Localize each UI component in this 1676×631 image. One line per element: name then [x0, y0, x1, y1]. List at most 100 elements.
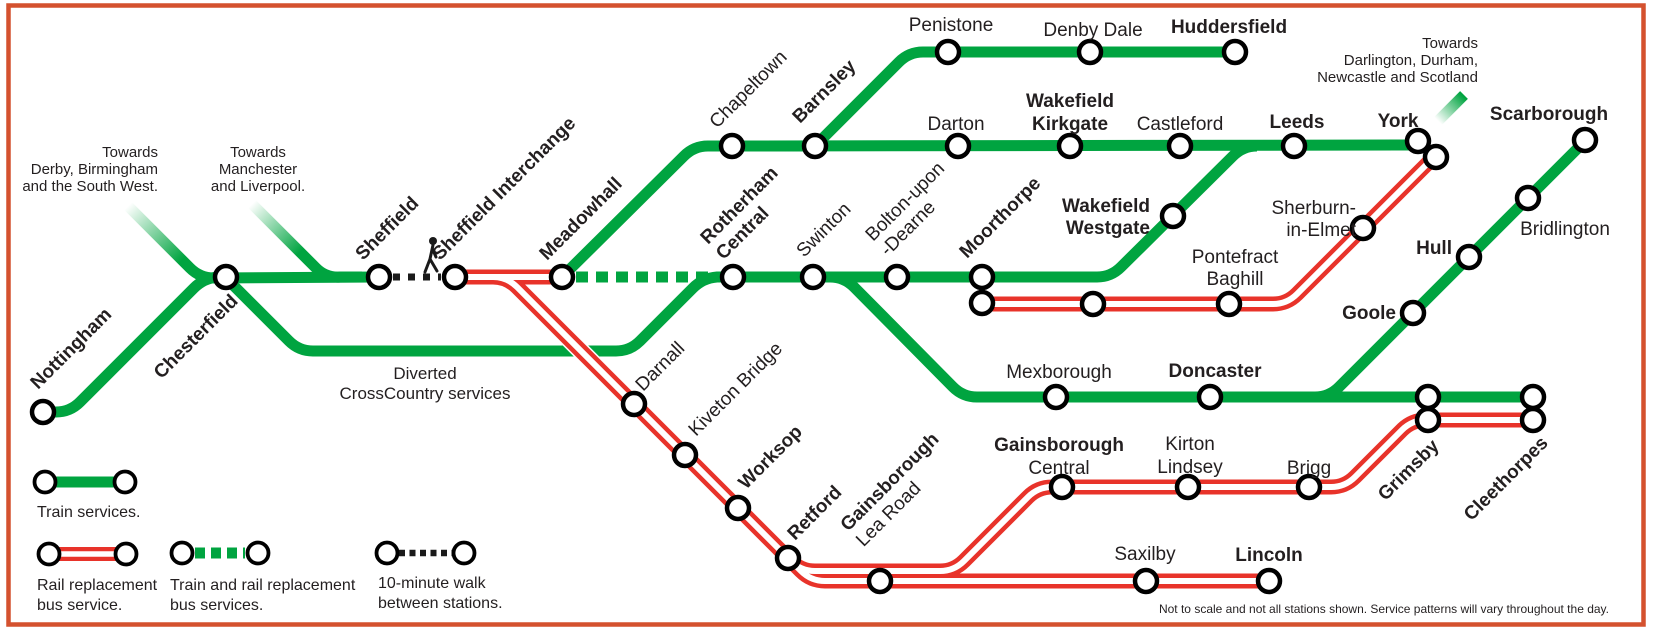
- station-pontefract-baghill: [1215, 290, 1243, 318]
- station-markers: [29, 38, 1599, 595]
- station-darton: [944, 132, 972, 160]
- line-train-nottingham: [43, 271, 230, 418]
- station-lincoln: [1255, 567, 1283, 595]
- line-train-darlington: [1417, 91, 1468, 142]
- label-sherburn-in-elmet: Sherburn-in-Elmet: [1272, 198, 1357, 241]
- label-leeds: Leeds: [1270, 112, 1325, 133]
- station-hull: [1455, 243, 1483, 271]
- station-grimsby-0: [1414, 383, 1442, 411]
- line-train-main-west: [124, 202, 380, 284]
- text-footnote: Not to scale and not all stations shown.…: [1159, 602, 1609, 616]
- station-barnsley: [801, 132, 829, 160]
- label-chesterfield: Chesterfield: [150, 291, 242, 383]
- label-brigg: Brigg: [1287, 458, 1331, 479]
- walking-person-icon: [423, 237, 439, 274]
- label-doncaster: Doncaster: [1169, 361, 1263, 382]
- station-penistone: [934, 38, 962, 66]
- station-sherburn-in-elmet: [1349, 214, 1377, 242]
- station-wakefield-westgate: [1159, 202, 1187, 230]
- label-sheffield: Sheffield: [352, 193, 424, 265]
- station-grimsby-1: [1414, 406, 1442, 434]
- station-gainsborough-lea-road: [866, 567, 894, 595]
- label-castleford: Castleford: [1137, 114, 1224, 135]
- station-brigg: [1295, 473, 1323, 501]
- label-penistone: Penistone: [909, 15, 994, 36]
- line-train-doncaster: [829, 271, 1533, 403]
- station-chapeltown: [718, 132, 746, 160]
- station-cleethorpes-1: [1519, 406, 1547, 434]
- station-denby-dale: [1076, 38, 1104, 66]
- label-york: York: [1378, 111, 1419, 132]
- station-darnall: [620, 390, 648, 418]
- label-huddersfield: Huddersfield: [1171, 17, 1287, 38]
- legend-label-train: Train services.: [37, 504, 140, 521]
- label-denby-dale: Denby Dale: [1043, 20, 1142, 41]
- station-worksop: [724, 494, 752, 522]
- station-goole: [1399, 299, 1427, 327]
- map-border: [6, 3, 1646, 627]
- line-train-chapeltown: [559, 140, 815, 280]
- station-leeds: [1280, 132, 1308, 160]
- label-hull: Hull: [1416, 238, 1452, 259]
- label-lincoln: Lincoln: [1235, 545, 1303, 566]
- line-train-main-east: [733, 140, 1258, 283]
- station-sheffield-interchange: [441, 263, 469, 291]
- label-bolton-upon-dearne: Bolton-upon-Dearne: [862, 158, 964, 260]
- label-rotherham-central: RotherhamCentral: [697, 163, 798, 264]
- label-scarborough: Scarborough: [1490, 104, 1608, 125]
- station-moorthorpe-1: [968, 289, 996, 317]
- station-bolton-upon-dearne: [883, 263, 911, 291]
- station-bus-stop-unnamed: [1079, 290, 1107, 318]
- label-bridlington: Bridlington: [1520, 219, 1610, 240]
- station-rotherham-central: [719, 263, 747, 291]
- station-nottingham: [29, 398, 57, 426]
- station-castleford: [1166, 132, 1194, 160]
- label-mexborough: Mexborough: [1006, 362, 1112, 383]
- label-saxilby: Saxilby: [1114, 544, 1176, 565]
- line-train-goole: [1314, 141, 1585, 403]
- station-york-0: [1404, 127, 1432, 155]
- legend-item-train: Train services.: [32, 469, 140, 521]
- station-mexborough: [1042, 383, 1070, 411]
- label-worksop: Worksop: [735, 421, 807, 493]
- label-cleethorpes: Cleethorpes: [1460, 433, 1552, 525]
- label-gainsborough-lea-road: GainsboroughLea Road: [837, 429, 959, 551]
- station-meadowhall: [548, 263, 576, 291]
- label-swinton: Swinton: [793, 199, 856, 262]
- station-bridlington: [1514, 184, 1542, 212]
- station-kirton-lindsey: [1174, 473, 1202, 501]
- label-kiveton-bridge: Kiveton Bridge: [685, 338, 787, 440]
- station-moorthorpe-0: [968, 263, 996, 291]
- line-train-manchester: [248, 200, 362, 283]
- station-chesterfield: [212, 263, 240, 291]
- label-chapeltown: Chapeltown: [706, 47, 792, 133]
- line-train-penistone: [811, 46, 1235, 150]
- station-doncaster: [1196, 383, 1224, 411]
- station-retford: [774, 544, 802, 572]
- label-darton: Darton: [927, 114, 984, 135]
- station-swinton: [799, 263, 827, 291]
- line-train-diverted: [224, 271, 733, 357]
- label-moorthorpe: Moorthorpe: [956, 173, 1045, 262]
- station-saxilby: [1132, 567, 1160, 595]
- station-gainsborough-central: [1048, 473, 1076, 501]
